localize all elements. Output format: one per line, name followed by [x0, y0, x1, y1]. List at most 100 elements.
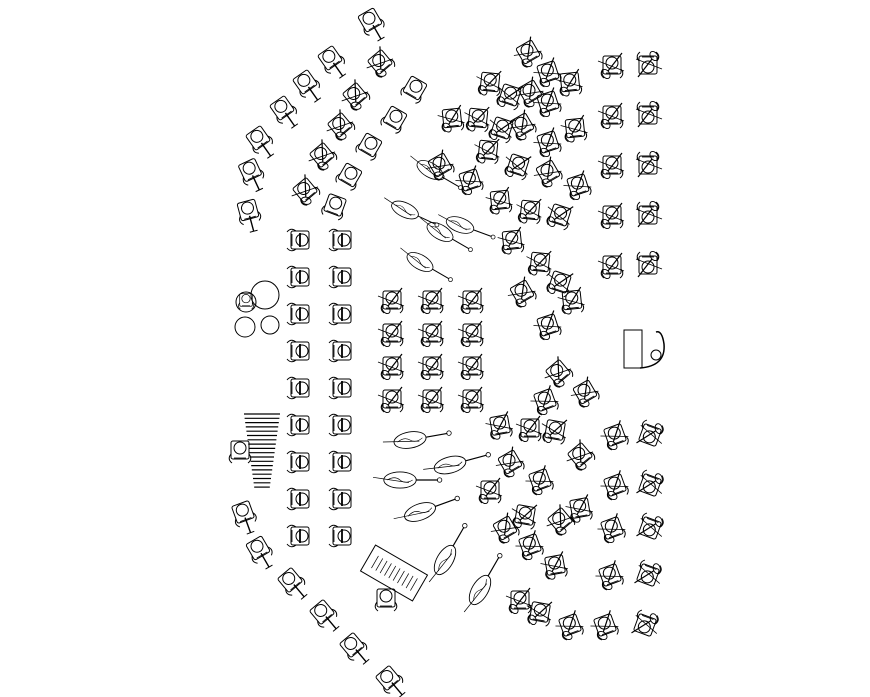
- timpani: [235, 291, 257, 313]
- violin: [539, 551, 569, 582]
- violin: [636, 200, 662, 227]
- conductor-podium: [623, 329, 643, 369]
- musician-seat: [328, 524, 352, 548]
- violin: [598, 103, 624, 130]
- violin: [487, 512, 523, 548]
- musician-seat: [235, 199, 264, 235]
- violin: [437, 105, 466, 135]
- violin: [418, 288, 444, 315]
- musician-seat: [328, 413, 352, 437]
- violin: [588, 610, 622, 644]
- violin: [636, 250, 662, 277]
- violin: [542, 199, 575, 233]
- musician-seat: [286, 524, 310, 548]
- musician-seat: [236, 157, 269, 194]
- violin: [598, 53, 624, 80]
- violin: [555, 69, 584, 99]
- violin: [564, 494, 594, 525]
- drawing-layer: [228, 7, 669, 697]
- cello: [434, 209, 498, 246]
- musician-seat: [230, 500, 261, 537]
- musician-seat: [333, 161, 365, 193]
- violin: [531, 87, 564, 121]
- piano: [359, 544, 429, 602]
- violin: [418, 387, 444, 414]
- violin: [567, 376, 603, 412]
- musician-seat: [328, 339, 352, 363]
- musician-seat: [308, 598, 344, 636]
- violin: [514, 197, 543, 227]
- violin: [531, 310, 564, 344]
- musician-seat: [337, 78, 374, 115]
- musician-seat: [286, 413, 310, 437]
- violin: [528, 385, 562, 419]
- timpani: [260, 315, 280, 335]
- violin: [378, 354, 404, 381]
- musician-seat: [328, 302, 352, 326]
- harp: [650, 349, 662, 361]
- violin: [500, 149, 533, 183]
- violin: [560, 115, 589, 145]
- piano: [379, 560, 388, 574]
- violin: [485, 187, 514, 217]
- violin: [633, 557, 667, 591]
- musician-seat: [328, 265, 352, 289]
- violin: [636, 150, 662, 177]
- violin: [378, 288, 404, 315]
- violin: [630, 607, 664, 641]
- musician-seat: [304, 138, 341, 175]
- violin: [562, 438, 599, 475]
- violin: [635, 417, 669, 451]
- musician-seat: [328, 228, 352, 252]
- musician-seat: [378, 104, 410, 136]
- violin: [598, 470, 632, 504]
- violin: [593, 560, 627, 594]
- violin: [524, 598, 554, 629]
- double-bass: [391, 489, 463, 530]
- musician-seat: [286, 265, 310, 289]
- piano: [375, 558, 384, 571]
- violin: [598, 420, 632, 454]
- musician-seat: [268, 94, 303, 132]
- violin: [636, 100, 662, 127]
- musician-seat: [244, 124, 279, 162]
- violin: [598, 253, 624, 280]
- violin: [510, 36, 546, 72]
- violin: [523, 465, 557, 499]
- musician-seat: [353, 131, 385, 163]
- violin: [472, 137, 501, 167]
- double-bass: [421, 445, 494, 481]
- musician-seat: [322, 108, 359, 145]
- violin: [595, 513, 629, 547]
- violin: [598, 203, 624, 230]
- musician-seat: [374, 588, 398, 612]
- musician-seat: [287, 173, 324, 210]
- violin: [531, 57, 564, 91]
- piano: [401, 573, 410, 586]
- violin: [378, 321, 404, 348]
- violin: [524, 249, 553, 279]
- violin: [636, 50, 662, 77]
- violin: [506, 588, 532, 615]
- piano: [392, 568, 401, 581]
- piano: [410, 578, 418, 591]
- violin: [539, 416, 569, 447]
- double-bass: [458, 549, 509, 619]
- violin: [484, 411, 514, 442]
- musician-seat: [338, 631, 374, 669]
- cello: [395, 243, 457, 288]
- violin: [635, 510, 669, 544]
- timpani: [234, 316, 256, 338]
- violin: [492, 446, 528, 482]
- musician-seat: [328, 487, 352, 511]
- violin: [458, 288, 484, 315]
- musician-seat: [356, 7, 390, 45]
- musician-seat: [328, 376, 352, 400]
- violin: [458, 354, 484, 381]
- violin: [504, 276, 540, 312]
- violin: [462, 105, 491, 135]
- musician-seat: [244, 535, 278, 573]
- musician-seat: [374, 664, 410, 697]
